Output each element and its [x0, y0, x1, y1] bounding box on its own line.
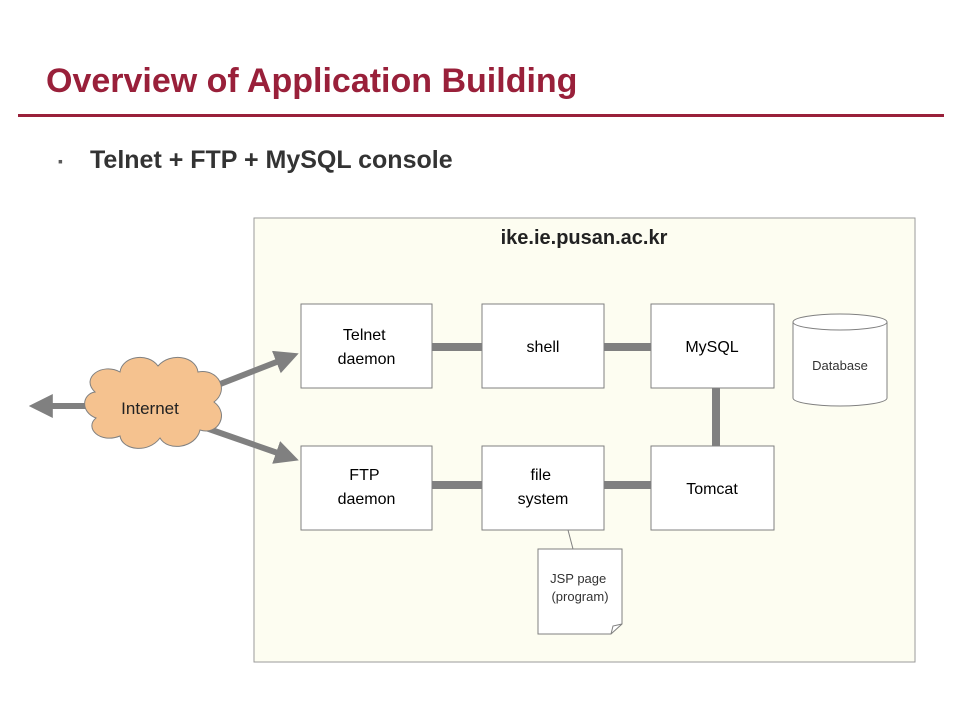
- svg-text:Telnet daemon: Telnet daemon: [338, 327, 396, 368]
- svg-text:file system: file system: [518, 467, 569, 508]
- shell-label: shell: [527, 339, 560, 356]
- title-underline: [18, 114, 944, 117]
- svg-text:JSP page (program): JSP page (program): [550, 571, 610, 604]
- file-system-box: file system: [481, 445, 605, 531]
- jsp-page-note: JSP page (program): [537, 548, 623, 635]
- tomcat-box: Tomcat: [650, 445, 775, 531]
- svg-text:FTP daemon: FTP daemon: [338, 467, 396, 508]
- telnet-daemon-label-line2: daemon: [338, 351, 396, 368]
- ftp-daemon-label-line1: FTP: [349, 467, 379, 484]
- tomcat-label: Tomcat: [686, 481, 738, 498]
- jsp-callout-line: [567, 529, 574, 550]
- server-hostname-label: ike.ie.pusan.ac.kr: [501, 227, 668, 249]
- ftp-daemon-label-line2: daemon: [338, 491, 396, 508]
- arrow-internet-to-ftp: [205, 425, 299, 464]
- jsp-page-label-line2: (program): [551, 589, 608, 604]
- ftp-daemon-box: FTP daemon: [300, 445, 433, 531]
- bullet-item: ▪ Telnet + FTP + MySQL console: [58, 146, 453, 175]
- slide-title: Overview of Application Building: [46, 62, 578, 100]
- internet-cloud: Internet: [84, 357, 222, 449]
- arrow-internet-to-telnet: [208, 350, 299, 391]
- telnet-daemon-box: Telnet daemon: [300, 303, 433, 389]
- database-label: Database: [812, 358, 868, 373]
- shell-box: shell: [481, 303, 605, 389]
- connectors: [432, 343, 720, 489]
- jsp-page-label-line1: JSP page: [550, 571, 606, 586]
- telnet-daemon-label-line1: Telnet: [343, 327, 386, 344]
- mysql-box: MySQL: [650, 303, 775, 389]
- internet-label: Internet: [121, 399, 179, 418]
- bullet-text: Telnet + FTP + MySQL console: [90, 146, 453, 174]
- mysql-label: MySQL: [685, 339, 738, 356]
- file-system-label-line2: system: [518, 491, 569, 508]
- database-cylinder: Database: [792, 313, 888, 407]
- file-system-label-line1: file: [531, 467, 552, 484]
- square-bullet-icon: ▪: [58, 152, 63, 169]
